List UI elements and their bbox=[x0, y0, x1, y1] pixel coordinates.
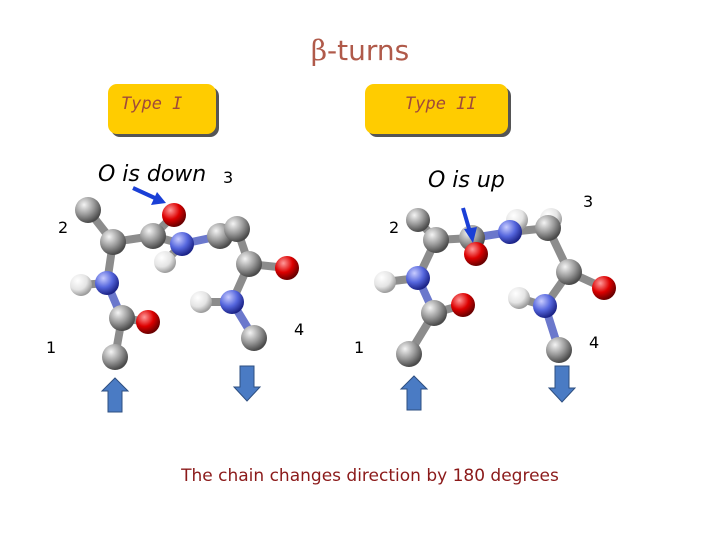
type-ii-residue-1: 1 bbox=[354, 338, 365, 357]
type-ii-residue-2: 2 bbox=[389, 218, 400, 237]
type-ii-up-arrow-icon bbox=[399, 375, 429, 411]
atom-carbon bbox=[535, 215, 561, 241]
atom-nitrogen bbox=[95, 271, 119, 295]
atom-carbon bbox=[423, 227, 449, 253]
atom-carbon bbox=[236, 251, 262, 277]
atom-carbon bbox=[406, 208, 430, 232]
atom-carbon bbox=[109, 305, 135, 331]
type-ii-residue-3: 3 bbox=[583, 192, 594, 211]
atom-oxygen bbox=[136, 310, 160, 334]
beta-symbol: β bbox=[310, 34, 327, 67]
type-i-box bbox=[108, 84, 216, 134]
atom-nitrogen bbox=[406, 266, 430, 290]
type-i-residue-1: 1 bbox=[46, 338, 57, 357]
atom-nitrogen bbox=[498, 220, 522, 244]
type-ii-down-arrow-icon bbox=[547, 365, 577, 403]
type-ii-residue-4: 4 bbox=[589, 333, 600, 352]
atom-carbon bbox=[241, 325, 267, 351]
caption: The chain changes direction by 180 degre… bbox=[181, 466, 559, 486]
atom-nitrogen bbox=[533, 294, 557, 318]
atom-carbon bbox=[224, 216, 250, 242]
type-i-up-arrow-icon bbox=[100, 377, 130, 413]
atom-oxygen bbox=[592, 276, 616, 300]
atom-carbon bbox=[396, 341, 422, 367]
atom-oxygen bbox=[464, 242, 488, 266]
type-i-oxygen-pointer-arrow bbox=[132, 186, 166, 205]
atom-hydrogen bbox=[154, 251, 176, 273]
type-i-residue-3: 3 bbox=[223, 168, 234, 187]
atom-carbon bbox=[102, 344, 128, 370]
slide-title: β-turns bbox=[0, 34, 720, 67]
type-ii-box bbox=[365, 84, 508, 134]
type-i-label: Type I bbox=[121, 94, 183, 114]
type-ii-oxygen-pointer-arrow bbox=[461, 207, 477, 243]
type-i-residue-4: 4 bbox=[294, 320, 305, 339]
o-is-down-label: O is down bbox=[98, 162, 207, 187]
atom-carbon bbox=[546, 337, 572, 363]
atom-nitrogen bbox=[170, 232, 194, 256]
atom-hydrogen bbox=[70, 274, 92, 296]
atom-oxygen bbox=[162, 203, 186, 227]
type-i-molecule bbox=[70, 197, 299, 370]
atom-oxygen bbox=[275, 256, 299, 280]
type-i-residue-2: 2 bbox=[58, 218, 69, 237]
atom-carbon bbox=[140, 223, 166, 249]
type-i-down-arrow-icon bbox=[232, 365, 262, 402]
direction-arrows bbox=[100, 365, 577, 413]
atom-carbon bbox=[556, 259, 582, 285]
atom-carbon bbox=[75, 197, 101, 223]
atom-carbon bbox=[100, 229, 126, 255]
atom-hydrogen bbox=[508, 287, 530, 309]
atom-oxygen bbox=[451, 293, 475, 317]
atom-carbon bbox=[421, 300, 447, 326]
o-is-up-label: O is up bbox=[428, 168, 505, 193]
atom-hydrogen bbox=[190, 291, 212, 313]
atom-nitrogen bbox=[220, 290, 244, 314]
title-text: -turns bbox=[327, 34, 410, 67]
type-ii-label: Type II bbox=[405, 94, 477, 114]
type-ii-molecule bbox=[374, 208, 616, 367]
atom-hydrogen bbox=[374, 271, 396, 293]
